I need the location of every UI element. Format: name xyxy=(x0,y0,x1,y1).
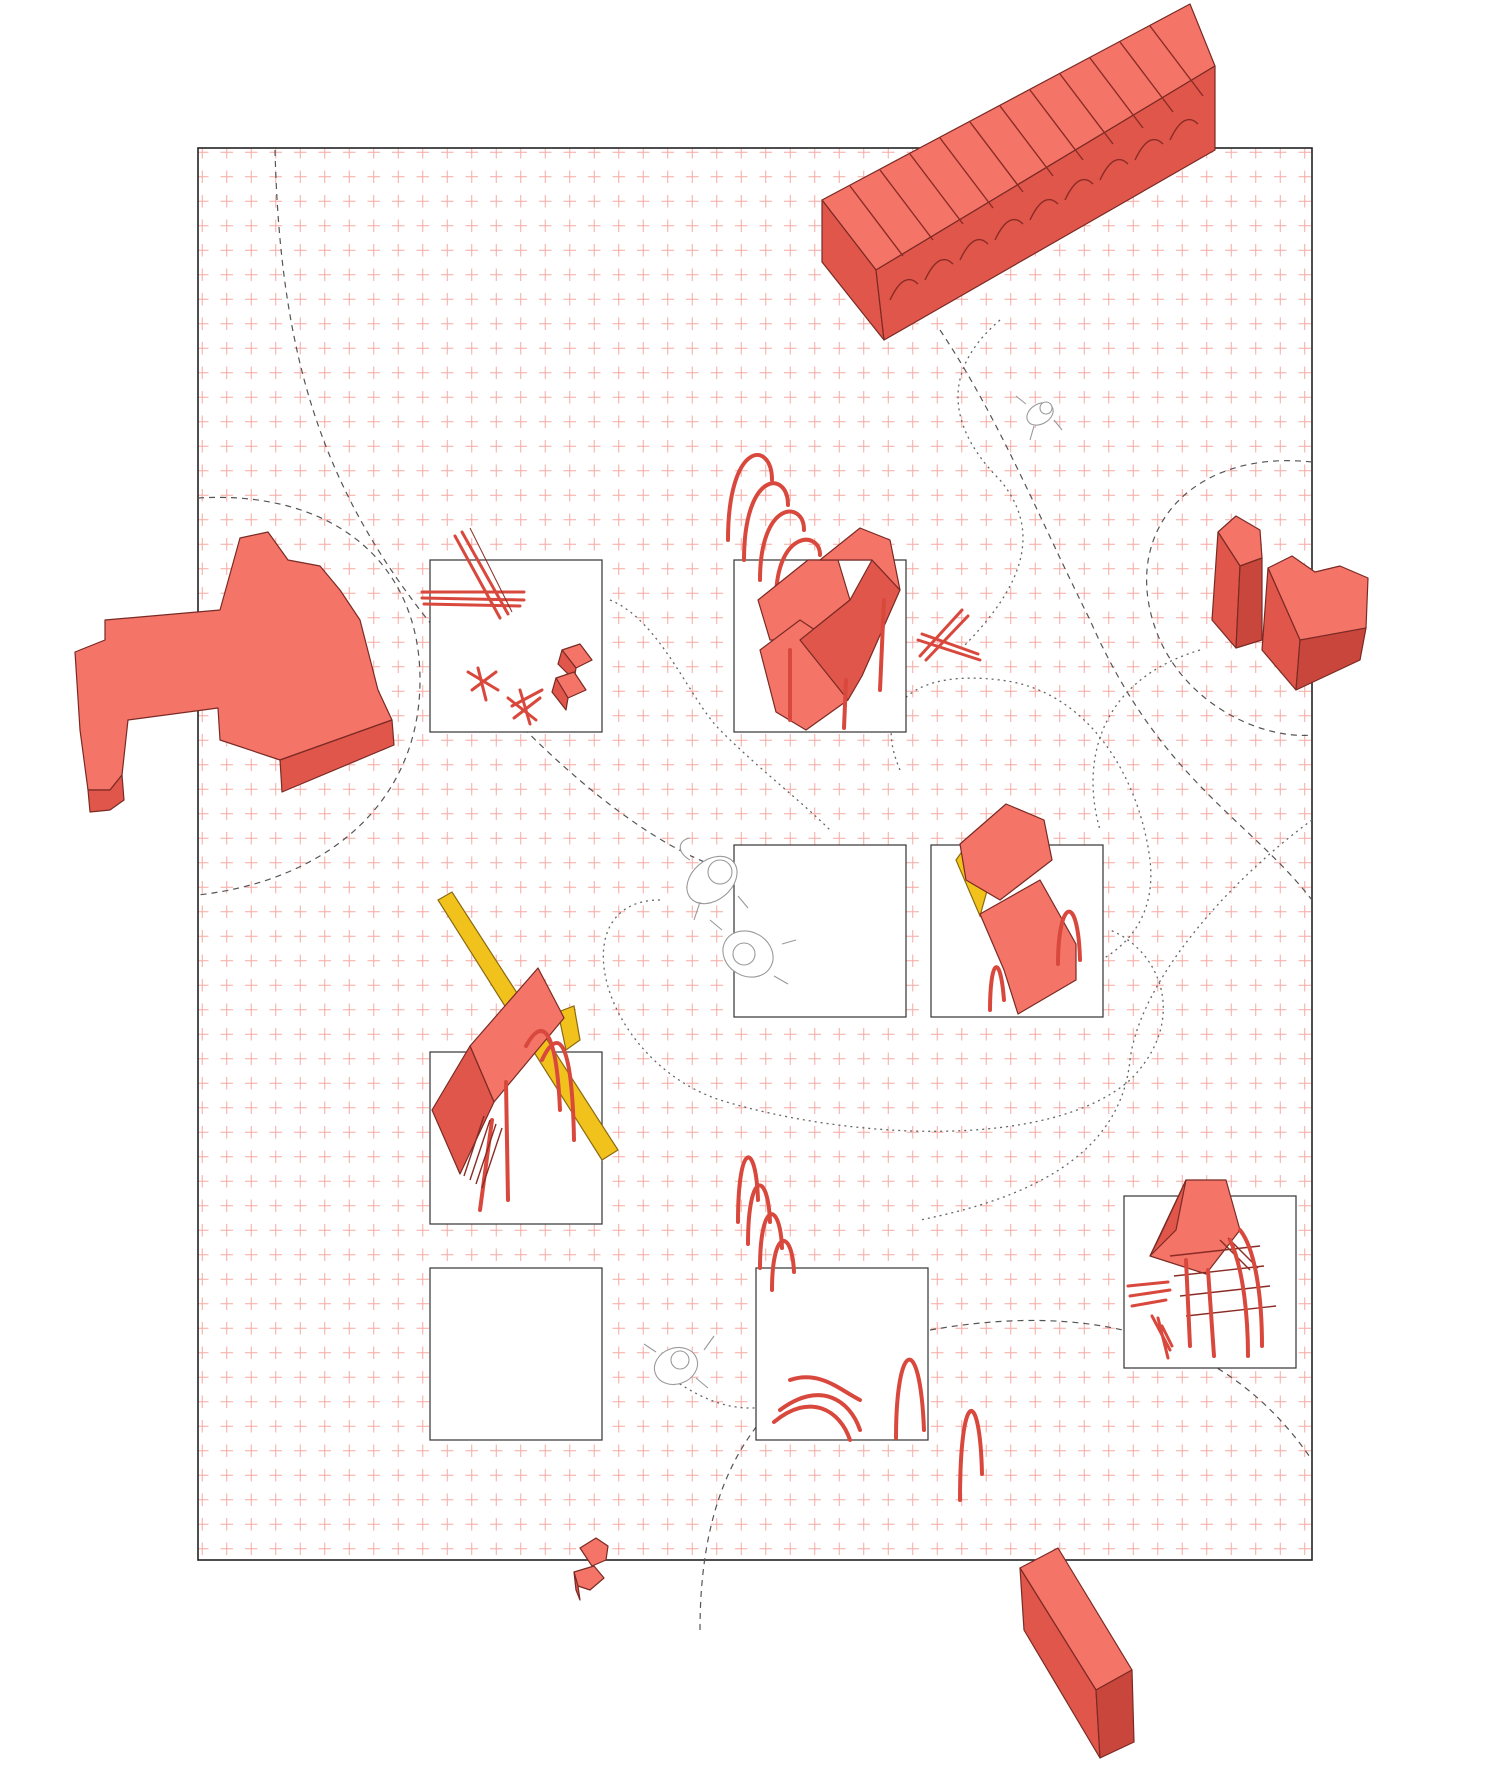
curved-roof-panel xyxy=(930,803,1104,1018)
yellow-beam-pavilion-panel xyxy=(429,891,619,1225)
human-figure xyxy=(679,837,749,921)
small-block-bottom-left xyxy=(573,1537,609,1601)
empty-panel-bottom-left xyxy=(429,1267,603,1441)
block-buildings-right xyxy=(1211,515,1369,691)
long-arcade-building xyxy=(821,3,1216,341)
human-figure xyxy=(643,1335,715,1389)
vault-arches-panel xyxy=(726,453,907,733)
gable-frame-panel xyxy=(1123,1179,1297,1369)
cross-timber-pieces xyxy=(916,608,982,662)
l-shaped-building xyxy=(74,531,395,813)
bent-rib-panel xyxy=(755,1267,929,1442)
timber-stacks-panel xyxy=(420,527,603,733)
human-figures xyxy=(643,395,1063,1389)
human-figure xyxy=(709,919,797,985)
human-figure xyxy=(1015,395,1063,441)
walking-paths xyxy=(197,149,1313,1631)
slanted-block-bottom xyxy=(1019,1547,1135,1759)
empty-panel-center xyxy=(733,844,907,1018)
loose-arches xyxy=(736,1155,984,1502)
site-boundary-frame xyxy=(197,147,1313,1561)
